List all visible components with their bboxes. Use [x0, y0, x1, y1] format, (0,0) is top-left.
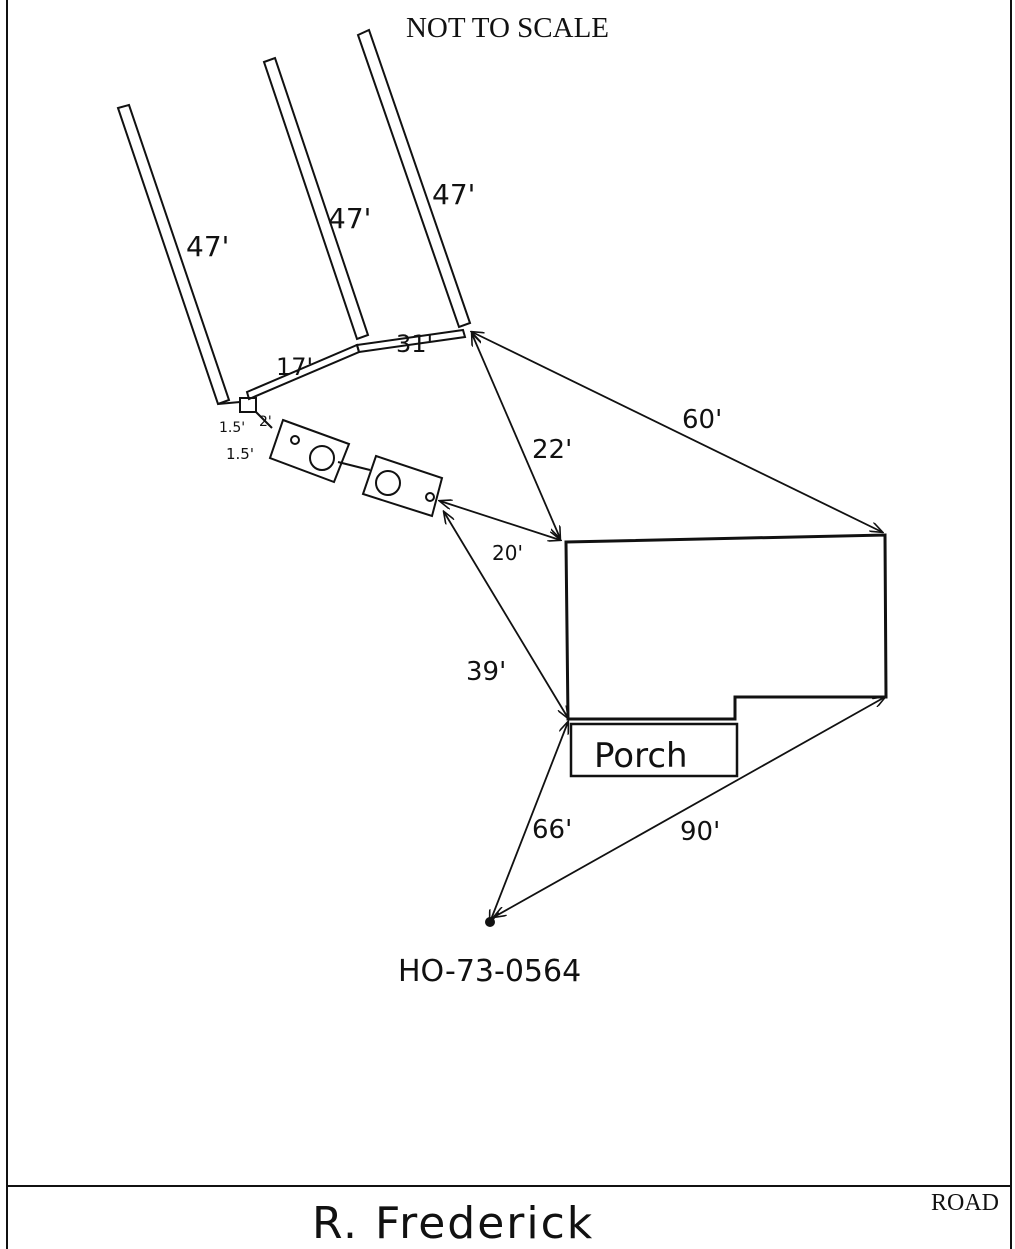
- well-marker: [485, 917, 495, 927]
- well-id-label: HO-73-0564: [398, 954, 581, 989]
- dim-line-39: [444, 512, 568, 718]
- distance-20-label: 20': [492, 541, 523, 565]
- lateral-31-label: 31': [396, 330, 433, 358]
- tank-2-access-port: [375, 470, 401, 496]
- distribution-box: [239, 397, 257, 413]
- line-3-length: 47': [432, 178, 475, 211]
- outlet-pipe: [255, 411, 273, 429]
- distance-22-label: 22': [532, 435, 572, 465]
- drain-line-2: [262, 56, 370, 341]
- lateral-17-label: 17': [276, 353, 313, 381]
- page-border: [6, 0, 1012, 1249]
- septic-tank-1: [268, 418, 351, 484]
- distance-66-label: 66': [532, 815, 572, 845]
- tank-1-access-port: [309, 445, 335, 471]
- porch-label: Porch: [594, 736, 688, 776]
- drain-line-3: [356, 28, 472, 329]
- not-to-scale-note: NOT TO SCALE: [405, 12, 610, 44]
- distance-90-label: 90': [680, 817, 720, 847]
- dbox-offset-2: 2': [259, 414, 272, 430]
- dim-line-60: [472, 332, 882, 532]
- dim-line-90: [494, 697, 885, 917]
- line-1-length: 47': [186, 230, 229, 263]
- dbox-offset-1: 1.5': [219, 420, 245, 436]
- road-boundary-line: [6, 1185, 1012, 1187]
- septic-tank-2: [361, 454, 444, 518]
- drain-line-1: [116, 103, 231, 406]
- line-2-length: 47': [328, 202, 371, 235]
- tank-2-outlet: [425, 492, 435, 502]
- tank-1-inlet: [290, 435, 300, 445]
- distance-39-label: 39': [466, 657, 506, 687]
- tank-connector-pipe: [337, 461, 371, 471]
- tank-offset: 1.5': [226, 445, 254, 463]
- lateral-pipe-31: [355, 328, 467, 354]
- house-outline: [564, 533, 888, 721]
- road-name: R. Frederick: [312, 1198, 595, 1249]
- distance-60-label: 60': [682, 405, 722, 435]
- road-label: ROAD: [930, 1190, 999, 1216]
- header-pipe: [217, 401, 241, 405]
